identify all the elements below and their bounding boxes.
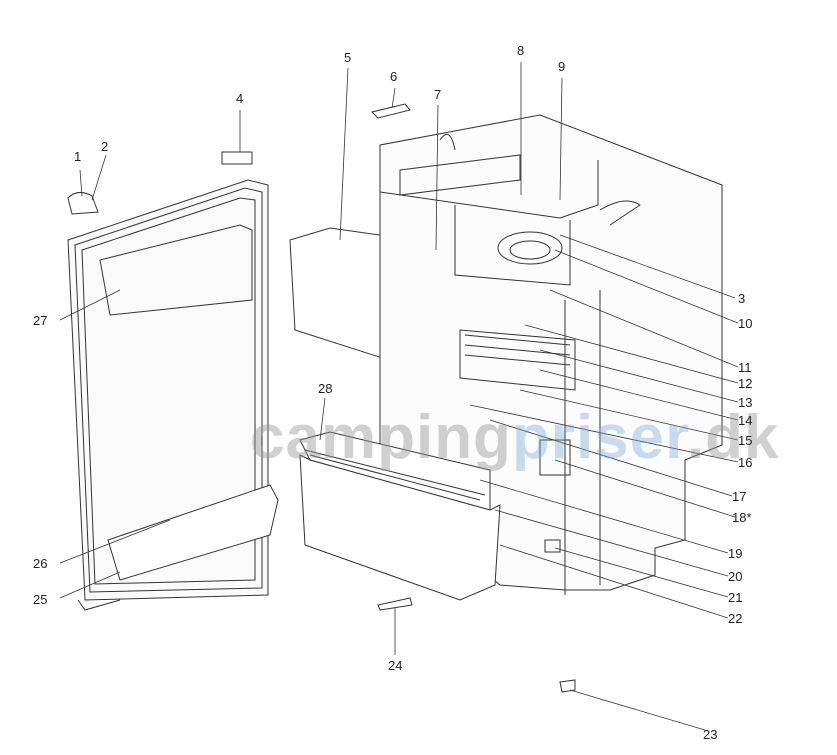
label-24: 24 xyxy=(388,658,403,673)
label-9: 9 xyxy=(558,59,566,74)
part-4 xyxy=(221,151,253,165)
part-21 xyxy=(544,539,561,553)
label-8: 8 xyxy=(517,43,525,58)
label-10: 10 xyxy=(738,316,753,331)
label-17: 17 xyxy=(732,489,747,504)
label-11: 11 xyxy=(738,360,752,375)
crisper-drawer xyxy=(299,431,501,601)
label-21: 21 xyxy=(728,590,743,605)
label-13: 13 xyxy=(738,395,753,410)
label-26: 26 xyxy=(33,556,48,571)
label-16: 16 xyxy=(738,455,753,470)
label-20: 20 xyxy=(728,569,743,584)
label-27: 27 xyxy=(33,313,48,328)
part-23 xyxy=(559,679,576,693)
watermark-part: priser xyxy=(511,403,687,472)
label-2: 2 xyxy=(101,139,109,154)
label-28: 28 xyxy=(318,381,333,396)
door xyxy=(67,179,279,611)
watermark-part: camping xyxy=(250,403,512,472)
watermark-text: campingpriser.dk xyxy=(250,402,779,473)
label-19: 19 xyxy=(728,546,743,561)
label-18: 18* xyxy=(732,510,752,525)
part-1 xyxy=(67,192,99,215)
label-14: 14 xyxy=(738,413,753,428)
part-24 xyxy=(377,597,413,611)
label-23: 23 xyxy=(703,727,718,742)
label-15: 15 xyxy=(738,433,753,448)
label-7: 7 xyxy=(434,87,442,102)
label-12: 12 xyxy=(738,376,753,391)
part-fan xyxy=(497,231,563,265)
label-1: 1 xyxy=(74,149,82,164)
part-6 xyxy=(371,103,411,119)
label-5: 5 xyxy=(344,50,352,65)
label-25: 25 xyxy=(33,592,48,607)
label-4: 4 xyxy=(236,91,244,106)
label-3: 3 xyxy=(738,291,746,306)
watermark-part: .dk xyxy=(686,403,780,472)
label-6: 6 xyxy=(390,69,398,84)
label-22: 22 xyxy=(728,611,743,626)
